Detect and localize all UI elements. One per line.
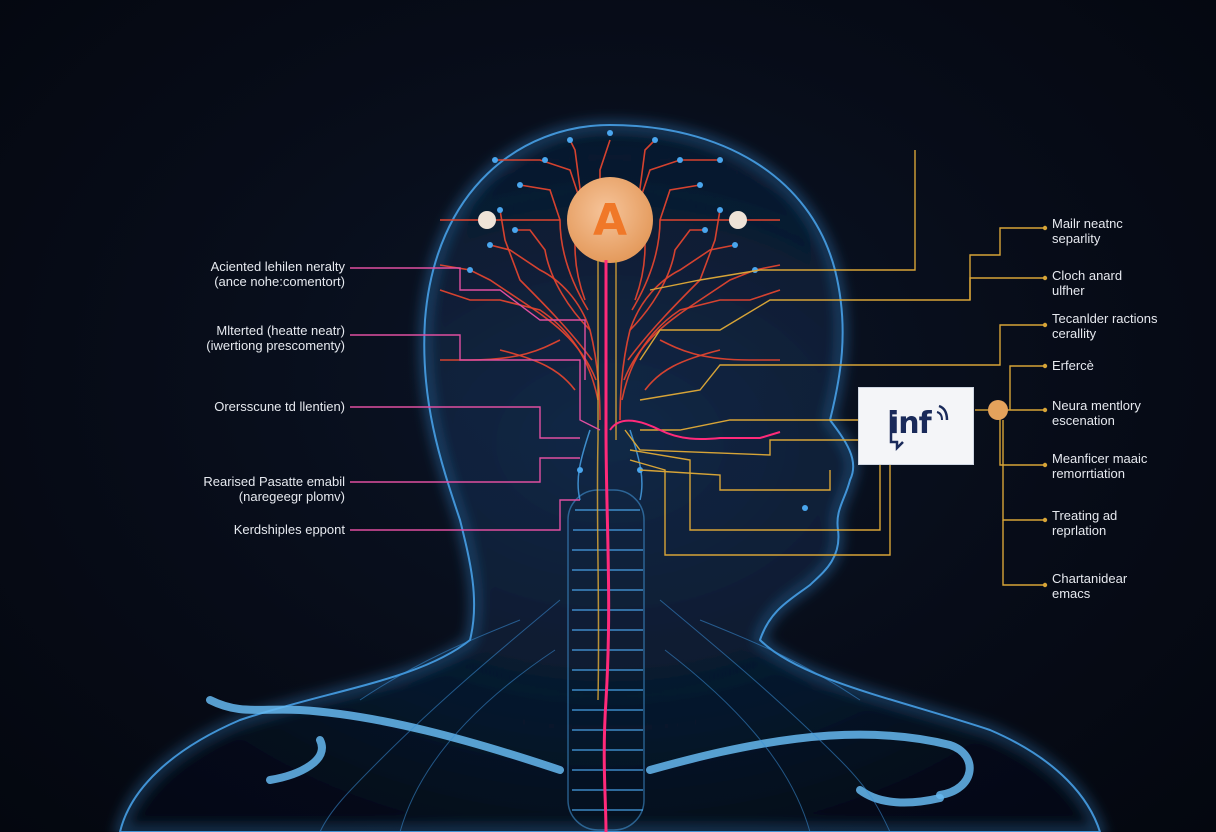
right-label-8-line1: Chartanidear <box>1052 571 1128 586</box>
right-label-6-line1: Meanficer maaic <box>1052 451 1148 466</box>
left-label-3: Orersscune td llentien) <box>150 399 345 414</box>
right-hub-node <box>988 400 1008 420</box>
right-label-4: Erfercè <box>1052 358 1094 373</box>
logo-card: inf <box>858 387 974 465</box>
right-label-2: Cloch anard ulfher <box>1052 268 1122 298</box>
right-label-3: Tecanlder ractions cerallity <box>1052 311 1158 341</box>
head-node-right <box>729 211 747 229</box>
facial-nerve-signal <box>609 419 781 440</box>
left-label-4-line2: (naregeegr plomv) <box>238 489 345 504</box>
left-leader-lines <box>350 267 601 531</box>
left-label-1-line2: (ance nohe:comentort) <box>214 274 345 289</box>
logo-text: inf <box>889 406 932 441</box>
right-label-4-line1: Erfercè <box>1052 358 1094 373</box>
left-label-2-line2: (iwertiong prescomenty) <box>206 338 345 353</box>
left-label-2: Mlterted (heatte neatr) (iwertiong presc… <box>150 323 345 353</box>
right-label-7-line2: reprlation <box>1052 523 1107 538</box>
right-label-2-line2: ulfher <box>1052 283 1085 298</box>
right-label-5-line1: Neura mentlory <box>1052 398 1141 413</box>
left-label-1: Aciented lehilen neralty (ance nohe:come… <box>150 259 345 289</box>
left-label-3-line1: Orersscune td llentien) <box>214 399 345 414</box>
head-node-left <box>478 211 496 229</box>
logo-frame-icon <box>889 404 949 452</box>
right-label-1-line2: separlity <box>1052 231 1101 246</box>
left-label-5-line1: Kerdshiples eppont <box>233 522 345 537</box>
brain-node <box>567 177 653 263</box>
right-label-8: Chartanidear emacs <box>1052 571 1127 601</box>
body-nerves <box>319 599 891 832</box>
left-label-4: Rearised Pasatte emabil (naregeegr plomv… <box>150 474 345 504</box>
right-label-ticks <box>1042 225 1048 588</box>
right-label-3-line1: Tecanlder ractions <box>1052 311 1158 326</box>
right-label-6: Meanficer maaic remorrtiation <box>1052 451 1147 481</box>
left-label-2-line1: Mlterted (heatte neatr) <box>216 323 345 338</box>
right-label-3-line2: cerallity <box>1052 326 1097 341</box>
left-label-4-line1: Rearised Pasatte emabil <box>203 474 345 489</box>
right-label-7-line1: Treating ad <box>1052 508 1118 523</box>
right-label-1: Mailr neatnc separlity <box>1052 216 1123 246</box>
right-label-7: Treating ad reprlation <box>1052 508 1117 538</box>
collarbones <box>206 696 974 807</box>
right-label-2-line1: Cloch anard <box>1052 268 1123 283</box>
left-label-1-line1: Aciented lehilen neralty <box>210 259 345 274</box>
right-label-5: Neura mentlory escenation <box>1052 398 1141 428</box>
spinal-cord-gold <box>596 260 600 701</box>
spinal-cord <box>602 260 611 832</box>
right-label-5-line2: escenation <box>1052 413 1115 428</box>
brain-node-letter: A <box>592 194 628 246</box>
body-silhouette <box>118 123 1102 832</box>
neuron-terminals <box>467 130 808 511</box>
right-label-8-line2: emacs <box>1052 586 1091 601</box>
right-label-1-line1: Mailr neatnc <box>1052 216 1123 231</box>
right-label-6-line2: remorrtiation <box>1052 466 1125 481</box>
left-label-5: Kerdshiples eppont <box>150 522 345 537</box>
right-leader-lines <box>624 150 1045 586</box>
